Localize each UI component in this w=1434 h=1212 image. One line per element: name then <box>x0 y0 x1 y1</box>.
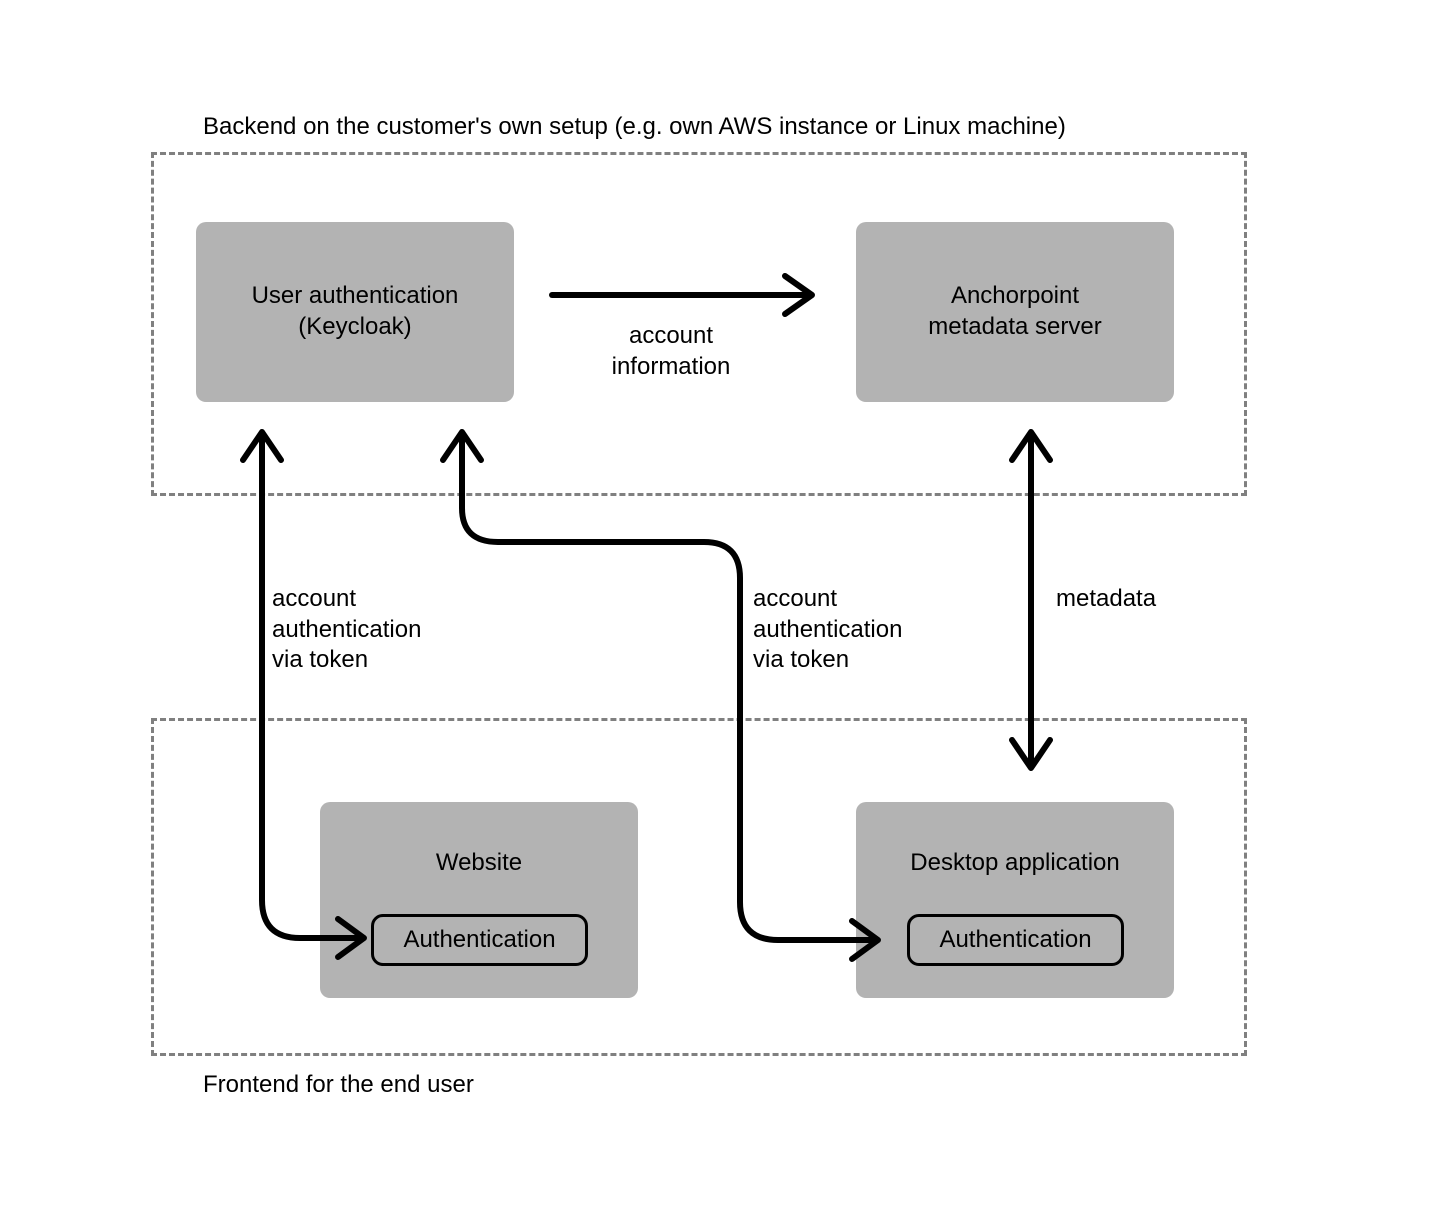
desktop-authentication-chip[interactable]: Authentication <box>907 914 1124 966</box>
node-desktop-application[interactable]: Desktop application <box>856 802 1174 998</box>
website-authentication-chip[interactable]: Authentication <box>371 914 588 966</box>
node-label-desktop-application: Desktop application <box>910 849 1120 876</box>
node-label-keycloak: User authentication (Keycloak) <box>251 282 459 340</box>
node-label-website: Website <box>435 849 523 876</box>
edge-label-desktop-auth-token: account authentication via token <box>753 585 903 674</box>
backend-zone-caption: Backend on the customer's own setup (e.g… <box>203 113 1066 140</box>
node-website[interactable]: Website <box>320 802 638 998</box>
node-anchorpoint-metadata-server[interactable]: Anchorpoint metadata server <box>856 222 1174 402</box>
node-user-authentication-keycloak[interactable]: User authentication (Keycloak) <box>196 222 514 402</box>
edge-label-metadata: metadata <box>1056 585 1157 612</box>
edge-label-website-auth-token: account authentication via token <box>272 585 422 674</box>
node-label-metadata-server: Anchorpoint metadata server <box>928 282 1102 340</box>
edge-label-account-information: account information <box>611 322 731 380</box>
frontend-zone-caption: Frontend for the end user <box>203 1071 474 1098</box>
